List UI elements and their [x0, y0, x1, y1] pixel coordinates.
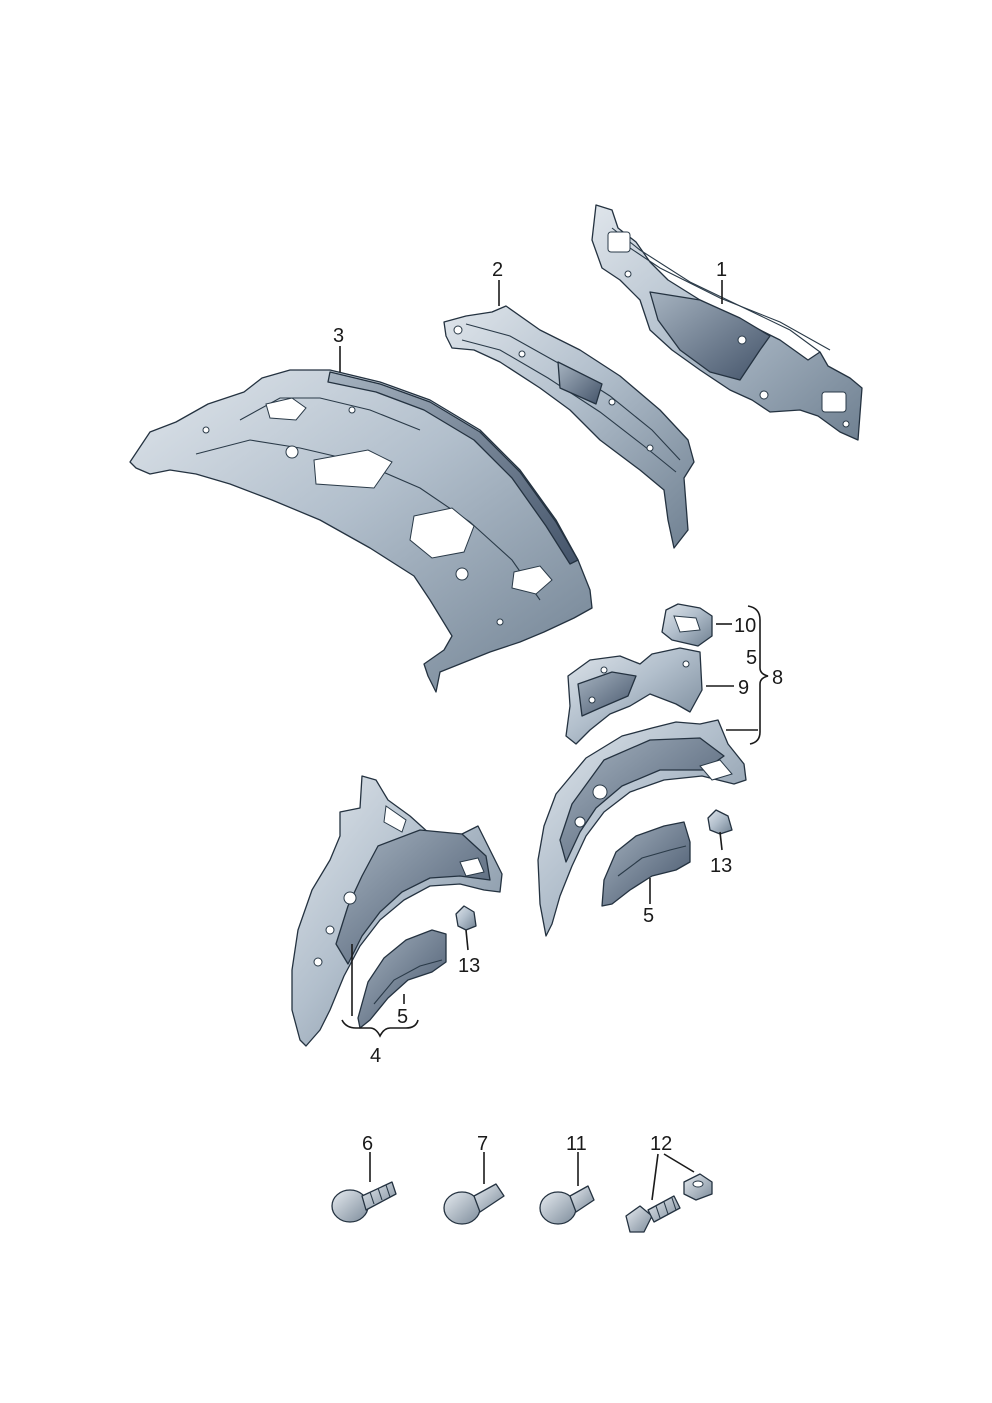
- callout-9: 9: [738, 677, 749, 699]
- part-clip-11[interactable]: [539, 1185, 595, 1225]
- callout-labels: 1 2 3 10 5 8 9 13 5 13 5 4 6 7 11 12: [333, 259, 783, 1155]
- callout-3: 3: [333, 325, 344, 347]
- part-parcel-shelf[interactable]: [129, 369, 593, 693]
- callout-5-left: 5: [397, 1006, 408, 1028]
- callout-1: 1: [716, 259, 727, 281]
- callout-13-right: 13: [710, 855, 732, 877]
- part-bolt-6[interactable]: [331, 1181, 397, 1223]
- part-liner-left[interactable]: [357, 929, 447, 1029]
- part-bracket-small[interactable]: [661, 603, 713, 647]
- part-wheel-housing-left[interactable]: [291, 775, 503, 1047]
- part-nut-12[interactable]: [683, 1173, 713, 1201]
- callout-7: 7: [477, 1133, 488, 1155]
- part-screw-12[interactable]: [625, 1195, 681, 1233]
- callout-13-left: 13: [458, 955, 480, 977]
- part-wheel-housing-right[interactable]: [537, 719, 747, 937]
- part-plug-right[interactable]: [707, 809, 733, 835]
- callout-5-bracket: 5: [746, 647, 757, 669]
- callout-4: 4: [370, 1045, 381, 1067]
- callout-5-right: 5: [643, 905, 654, 927]
- leader-lines: [339, 280, 769, 1201]
- callout-6: 6: [362, 1133, 373, 1155]
- callout-12: 12: [650, 1133, 672, 1155]
- part-clip-7[interactable]: [443, 1183, 505, 1225]
- part-liner-right[interactable]: [601, 821, 691, 907]
- callout-10: 10: [734, 615, 756, 637]
- part-cross-member[interactable]: [443, 305, 695, 549]
- part-rear-panel[interactable]: [591, 204, 863, 441]
- part-plug-left[interactable]: [455, 905, 477, 931]
- callout-11: 11: [566, 1133, 587, 1155]
- callout-2: 2: [492, 259, 503, 281]
- callout-8: 8: [772, 667, 783, 689]
- part-bracket-assembly[interactable]: [565, 647, 703, 745]
